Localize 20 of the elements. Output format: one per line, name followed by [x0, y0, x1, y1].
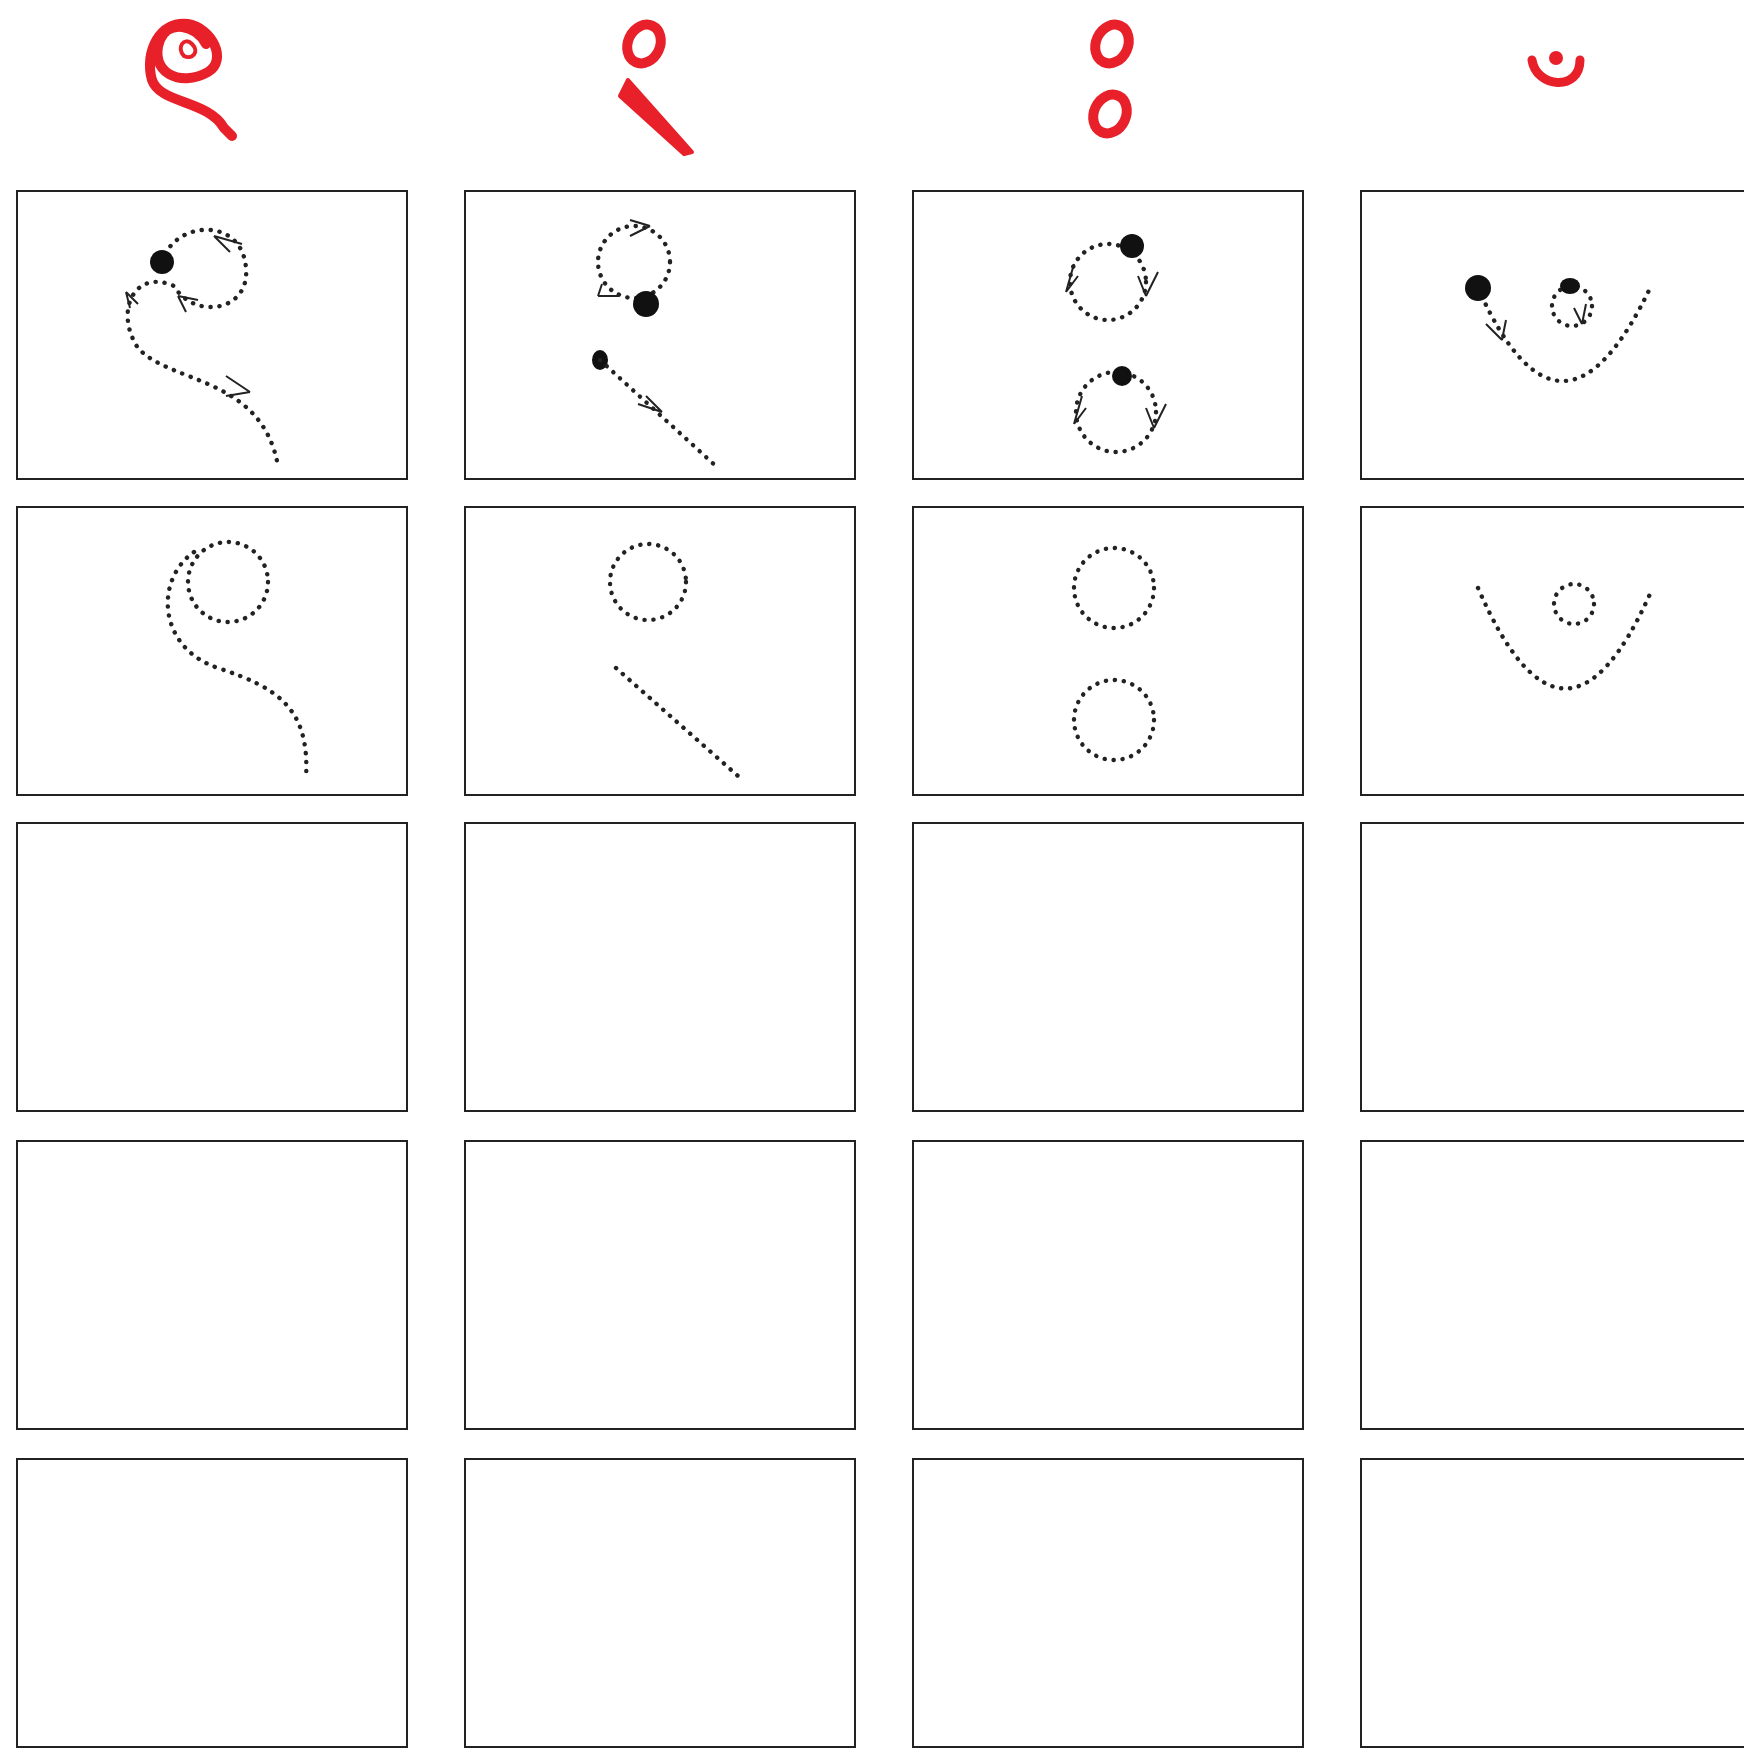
practice-box [1360, 506, 1744, 796]
practice-box [912, 1140, 1304, 1430]
practice-box [16, 1458, 408, 1748]
practice-box [912, 190, 1304, 480]
practice-box [16, 822, 408, 1112]
practice-box [464, 822, 856, 1112]
practice-box [912, 822, 1304, 1112]
practice-box [464, 190, 856, 480]
practice-box [912, 506, 1304, 796]
practice-box [1360, 190, 1744, 480]
practice-box [16, 1140, 408, 1430]
practice-box [16, 190, 408, 480]
practice-box [464, 1458, 856, 1748]
practice-box [16, 506, 408, 796]
practice-box [464, 1140, 856, 1430]
practice-box [912, 1458, 1304, 1748]
practice-box [464, 506, 856, 796]
practice-box [1360, 1458, 1744, 1748]
practice-box [1360, 1140, 1744, 1430]
practice-box [1360, 822, 1744, 1112]
